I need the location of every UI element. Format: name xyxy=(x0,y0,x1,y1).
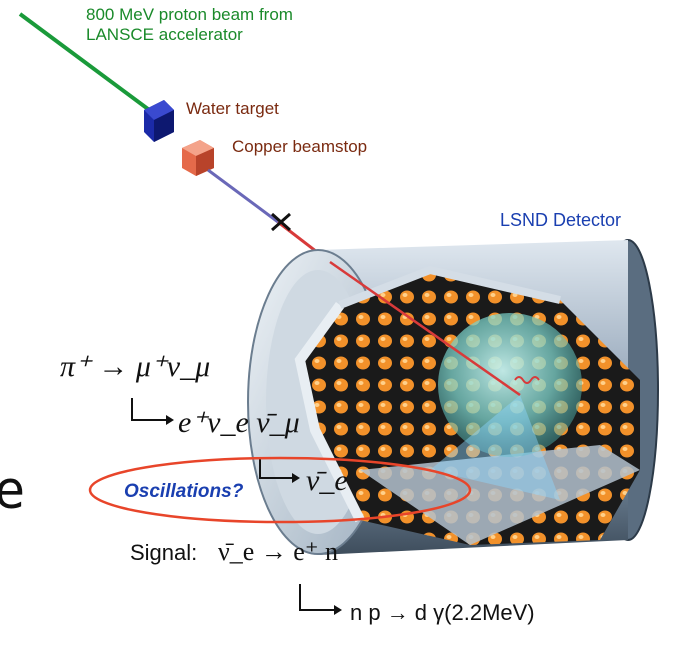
copper-beamstop-icon xyxy=(182,140,214,176)
signal-label: Signal: xyxy=(130,540,197,565)
detector-sphere xyxy=(438,313,582,457)
pion-decay-text: π⁺ → μ⁺ν_μ xyxy=(60,350,210,383)
copper-beamstop-label: Copper beamstop xyxy=(232,137,367,156)
pion-decay-equation: π⁺ → μ⁺ν_μ xyxy=(60,350,210,383)
water-target-label: Water target xyxy=(186,99,279,118)
lsnd-detector-icon xyxy=(247,239,659,555)
beam-label-line1: 800 MeV proton beam from xyxy=(86,5,293,24)
detector-label: LSND Detector xyxy=(500,210,621,230)
oscillated-neutrino-text: ν̄_e xyxy=(306,464,348,497)
oscillations-label: Oscillations? xyxy=(124,481,244,502)
proton-beam-line xyxy=(18,12,154,114)
decay-branch-arrowhead-2 xyxy=(292,473,300,483)
neutrino-path-line xyxy=(207,168,279,224)
cross-mark-icon xyxy=(271,212,291,232)
capture-equation: n p → d γ(2.2MeV) xyxy=(350,600,535,625)
cropped-letter: e xyxy=(0,461,25,521)
signal-equation: ν̄_e → e⁺ n xyxy=(218,537,338,566)
muon-decay-text: e⁺ν_e ν̄_μ xyxy=(178,406,300,439)
decay-branch-arrow-2 xyxy=(259,458,292,479)
oscillations-ellipse xyxy=(88,456,472,524)
decay-branch-arrowhead-1 xyxy=(166,415,174,425)
decay-branch-arrow-1 xyxy=(131,398,166,421)
capture-branch-arrow xyxy=(299,584,334,611)
capture-branch-arrowhead xyxy=(334,605,342,615)
water-target-icon xyxy=(144,100,174,142)
beam-label-line2: LANSCE accelerator xyxy=(86,25,243,44)
